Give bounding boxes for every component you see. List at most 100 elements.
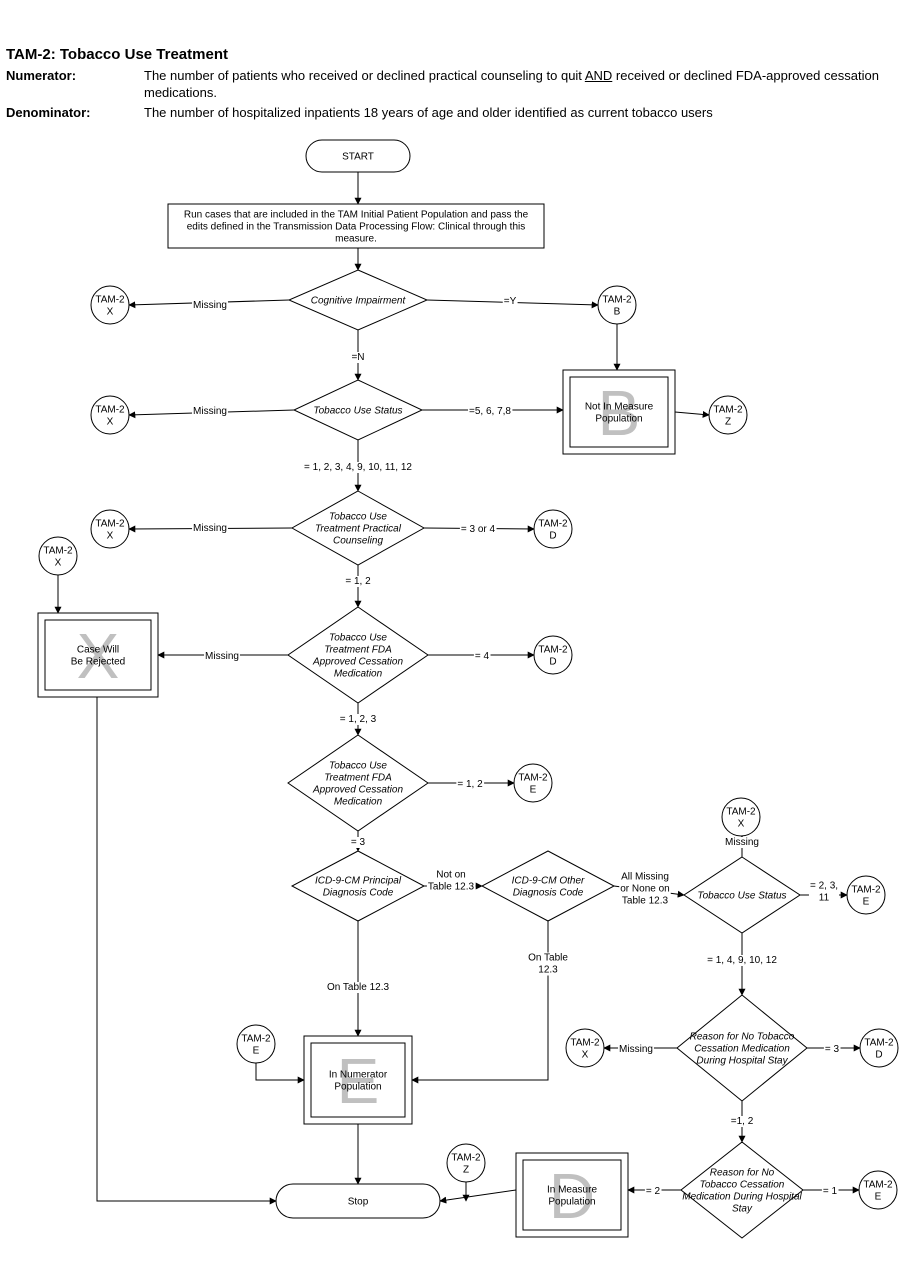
label-background	[644, 1186, 662, 1197]
label-missing: Missing	[193, 523, 227, 534]
start-label: START	[342, 152, 374, 163]
label-background	[192, 406, 228, 417]
decision-label: Cognitive Impairment	[311, 296, 407, 307]
stop-terminator	[275, 1183, 441, 1219]
label-background	[821, 1186, 839, 1197]
label-counseling-continue: = 1, 2	[345, 576, 371, 587]
label-eq-y: =Y	[504, 296, 517, 307]
connector-tam2-e1	[513, 763, 553, 803]
label-background	[303, 462, 414, 473]
decision-tobacco1	[292, 379, 424, 441]
connector-tam2-e2	[846, 875, 886, 915]
connector-tam2-z2	[446, 1143, 486, 1183]
label-background	[823, 1044, 841, 1055]
denominator-text: The number of hospitalized inpatients 18…	[144, 105, 713, 120]
label-background	[456, 779, 485, 790]
label-background	[344, 576, 373, 587]
decision-label: Tobacco Use Status	[313, 406, 402, 417]
start-terminator	[305, 139, 411, 173]
numerator-text: The number of patients who received or d…	[144, 67, 896, 101]
decision-fda2	[287, 734, 429, 832]
label-background	[426, 869, 476, 893]
connector-tam2-d3	[859, 1028, 899, 1068]
label-background	[192, 300, 228, 311]
flow-notin-z	[674, 410, 710, 418]
label-background	[527, 952, 570, 976]
label-background	[468, 406, 513, 417]
decision-fda1	[287, 606, 429, 704]
decision-label: Tobacco Use Status	[697, 891, 786, 902]
connector-tam2-e3	[236, 1024, 276, 1064]
connector-tam2-d2	[533, 635, 573, 675]
label-counseling-out: = 3 or 4	[461, 524, 496, 535]
flow-rejected-stop	[96, 697, 277, 1205]
flow-other-numerator	[411, 921, 549, 1084]
process-label: Run cases that are included in the TAM I…	[184, 210, 529, 245]
outcome-inner-box	[44, 619, 152, 691]
flow-e-numerator	[255, 1063, 305, 1084]
stop-label: Stop	[348, 1197, 369, 1208]
label-missing: Missing	[205, 651, 239, 662]
outcome-letter: X	[77, 620, 120, 692]
connector-tam2-x4	[38, 536, 78, 576]
label-tobacco2-continue: = 1, 4, 9, 10, 12	[707, 955, 777, 966]
numerator-label: Numerator:	[6, 68, 77, 83]
label-fda1-continue: = 1, 2, 3	[340, 714, 377, 725]
outcome-letter: E	[337, 1045, 380, 1117]
denominator-label: Denominator:	[6, 105, 91, 120]
numerator-text-start: The number of patients who received or d…	[144, 68, 585, 83]
label-missing: Missing	[725, 837, 759, 848]
connector-tam2-d1	[533, 509, 573, 549]
connector-tam2-z1	[708, 395, 748, 435]
decision-counseling	[290, 490, 426, 566]
label-missing: Missing	[619, 1044, 653, 1055]
outcome-inner-box	[522, 1159, 622, 1231]
label-fda2-continue: = 3	[351, 837, 366, 848]
label-missing: Missing	[193, 406, 227, 417]
connector-tam2-e4	[858, 1170, 898, 1210]
decision-reason1	[676, 994, 808, 1102]
connector-tam2-b1	[597, 285, 637, 325]
numerator-row: Numerator: The number of patients who re…	[6, 67, 896, 101]
decision-icd_principal	[290, 850, 426, 922]
outcome-letter: B	[598, 377, 641, 449]
label-eq-n: =N	[351, 352, 364, 363]
label-background	[619, 871, 671, 907]
label-background	[204, 651, 240, 662]
decision-icd_other	[480, 850, 616, 922]
label-fda2-out: = 1, 2	[457, 779, 483, 790]
label-fda1-out: = 4	[475, 651, 490, 662]
label-background	[729, 1116, 755, 1127]
label-background	[349, 837, 367, 848]
outcome-inner-box	[569, 376, 669, 448]
numerator-and: AND	[584, 68, 613, 83]
decision-reason2	[680, 1141, 804, 1239]
label-background	[618, 1044, 654, 1055]
label-background	[325, 982, 391, 993]
label-reason1-continue: =1, 2	[731, 1116, 754, 1127]
